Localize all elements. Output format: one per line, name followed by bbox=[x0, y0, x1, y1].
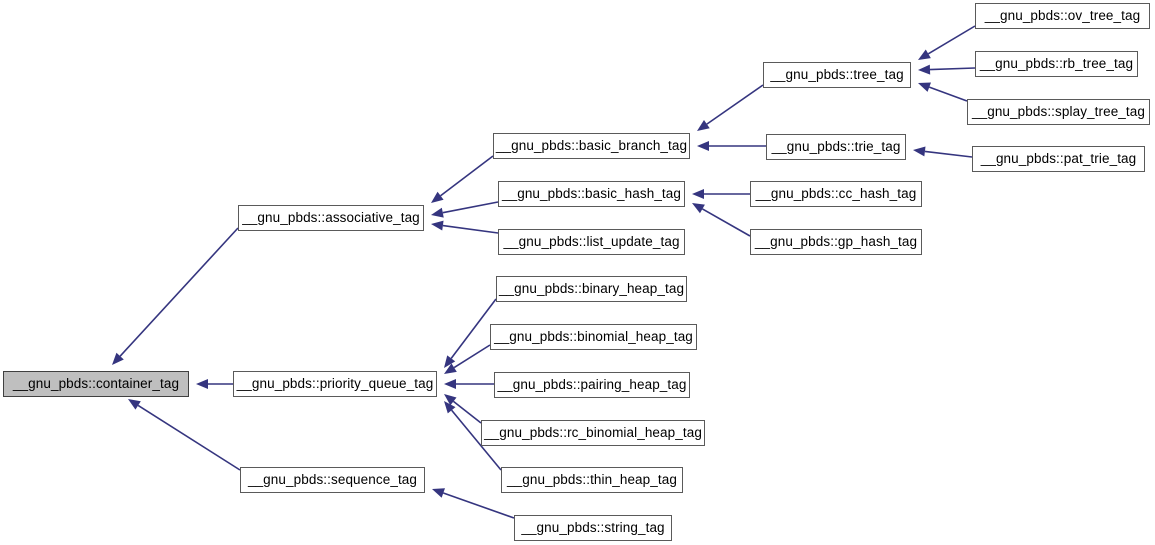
inheritance-edge bbox=[918, 82, 968, 102]
inheritance-edge bbox=[918, 25, 976, 60]
inheritance-edge bbox=[444, 394, 482, 424]
arrow-head-icon bbox=[444, 355, 456, 368]
inheritance-edge bbox=[128, 399, 241, 471]
class-node-label: __gnu_pbds::rb_tree_tag bbox=[979, 56, 1134, 72]
arrow-head-icon bbox=[444, 363, 457, 374]
class-node-basic_hash_tag[interactable]: __gnu_pbds::basic_hash_tag bbox=[498, 181, 685, 207]
class-node-label: __gnu_pbds::tree_tag bbox=[770, 67, 904, 83]
class-node-binary_heap_tag[interactable]: __gnu_pbds::binary_heap_tag bbox=[496, 276, 687, 302]
arrow-head-icon bbox=[444, 401, 456, 414]
class-node-label: __gnu_pbds::pairing_heap_tag bbox=[497, 377, 687, 393]
class-node-container_tag[interactable]: __gnu_pbds::container_tag bbox=[3, 371, 189, 397]
arrow-head-icon bbox=[196, 379, 208, 389]
class-node-label: __gnu_pbds::binomial_heap_tag bbox=[494, 329, 693, 345]
class-node-label: __gnu_pbds::rc_binomial_heap_tag bbox=[484, 425, 702, 441]
inheritance-edge bbox=[196, 379, 233, 389]
class-node-label: __gnu_pbds::container_tag bbox=[12, 376, 180, 392]
class-node-priority_queue_tag[interactable]: __gnu_pbds::priority_queue_tag bbox=[233, 371, 437, 397]
arrow-head-icon bbox=[918, 64, 931, 75]
arrow-head-icon bbox=[112, 352, 124, 365]
class-node-label: __gnu_pbds::pat_trie_tag bbox=[980, 151, 1137, 167]
inheritance-edge bbox=[913, 146, 973, 158]
class-node-label: __gnu_pbds::ov_tree_tag bbox=[984, 8, 1141, 24]
inheritance-edge bbox=[444, 401, 502, 471]
inheritance-edge bbox=[692, 203, 751, 237]
inheritance-edge bbox=[431, 220, 499, 234]
arrow-head-icon bbox=[918, 82, 931, 92]
inheritance-edge bbox=[444, 344, 491, 374]
class-node-sequence_tag[interactable]: __gnu_pbds::sequence_tag bbox=[240, 467, 425, 493]
class-node-string_tag[interactable]: __gnu_pbds::string_tag bbox=[514, 515, 672, 541]
class-node-tree_tag[interactable]: __gnu_pbds::tree_tag bbox=[763, 62, 911, 88]
class-node-label: __gnu_pbds::basic_hash_tag bbox=[502, 186, 681, 202]
class-node-thin_heap_tag[interactable]: __gnu_pbds::thin_heap_tag bbox=[501, 467, 683, 493]
class-node-label: __gnu_pbds::associative_tag bbox=[242, 210, 420, 226]
class-node-rc_binomial_heap_tag[interactable]: __gnu_pbds::rc_binomial_heap_tag bbox=[481, 420, 705, 446]
class-node-list_update_tag[interactable]: __gnu_pbds::list_update_tag bbox=[498, 229, 685, 255]
class-node-label: __gnu_pbds::list_update_tag bbox=[503, 234, 680, 250]
class-node-label: __gnu_pbds::gp_hash_tag bbox=[754, 234, 918, 250]
arrow-head-icon bbox=[431, 220, 444, 231]
class-node-label: __gnu_pbds::string_tag bbox=[521, 520, 665, 536]
class-node-splay_tree_tag[interactable]: __gnu_pbds::splay_tree_tag bbox=[967, 99, 1150, 125]
arrow-head-icon bbox=[697, 141, 709, 151]
inheritance-edge bbox=[431, 201, 499, 218]
class-node-binomial_heap_tag[interactable]: __gnu_pbds::binomial_heap_tag bbox=[490, 324, 697, 350]
class-node-label: __gnu_pbds::cc_hash_tag bbox=[755, 186, 917, 202]
arrow-head-icon bbox=[444, 394, 457, 406]
class-node-rb_tree_tag[interactable]: __gnu_pbds::rb_tree_tag bbox=[975, 51, 1138, 77]
inheritance-edge bbox=[444, 298, 497, 368]
class-node-label: __gnu_pbds::priority_queue_tag bbox=[236, 376, 434, 392]
class-node-gp_hash_tag[interactable]: __gnu_pbds::gp_hash_tag bbox=[750, 229, 922, 255]
arrow-head-icon bbox=[692, 203, 705, 214]
inheritance-edge bbox=[918, 64, 976, 75]
arrow-head-icon bbox=[697, 120, 710, 131]
class-node-label: __gnu_pbds::sequence_tag bbox=[247, 472, 418, 488]
arrow-head-icon bbox=[431, 207, 444, 218]
class-node-label: __gnu_pbds::trie_tag bbox=[771, 139, 901, 155]
arrow-head-icon bbox=[692, 189, 704, 199]
inheritance-edge bbox=[432, 488, 515, 519]
inheritance-edge bbox=[697, 141, 766, 151]
arrow-head-icon bbox=[918, 49, 931, 60]
class-node-trie_tag[interactable]: __gnu_pbds::trie_tag bbox=[766, 134, 906, 160]
class-node-associative_tag[interactable]: __gnu_pbds::associative_tag bbox=[238, 205, 424, 231]
class-node-label: __gnu_pbds::splay_tree_tag bbox=[972, 104, 1145, 120]
class-node-ov_tree_tag[interactable]: __gnu_pbds::ov_tree_tag bbox=[975, 3, 1150, 29]
class-node-pairing_heap_tag[interactable]: __gnu_pbds::pairing_heap_tag bbox=[494, 372, 690, 398]
class-node-label: __gnu_pbds::thin_heap_tag bbox=[507, 472, 677, 488]
arrow-head-icon bbox=[913, 146, 926, 157]
class-node-pat_trie_tag[interactable]: __gnu_pbds::pat_trie_tag bbox=[972, 146, 1145, 172]
arrow-head-icon bbox=[431, 191, 444, 203]
arrow-head-icon bbox=[444, 379, 456, 389]
class-node-basic_branch_tag[interactable]: __gnu_pbds::basic_branch_tag bbox=[493, 133, 690, 159]
inheritance-edge bbox=[697, 84, 764, 131]
class-node-label: __gnu_pbds::basic_branch_tag bbox=[495, 138, 688, 154]
inheritance-edge bbox=[692, 189, 750, 199]
class-node-cc_hash_tag[interactable]: __gnu_pbds::cc_hash_tag bbox=[750, 181, 922, 207]
arrow-head-icon bbox=[128, 399, 141, 410]
arrow-head-icon bbox=[432, 488, 445, 498]
inheritance-edge bbox=[431, 155, 494, 203]
inheritance-edge bbox=[444, 379, 494, 389]
inheritance-edge bbox=[112, 227, 239, 365]
class-node-label: __gnu_pbds::binary_heap_tag bbox=[498, 281, 685, 297]
